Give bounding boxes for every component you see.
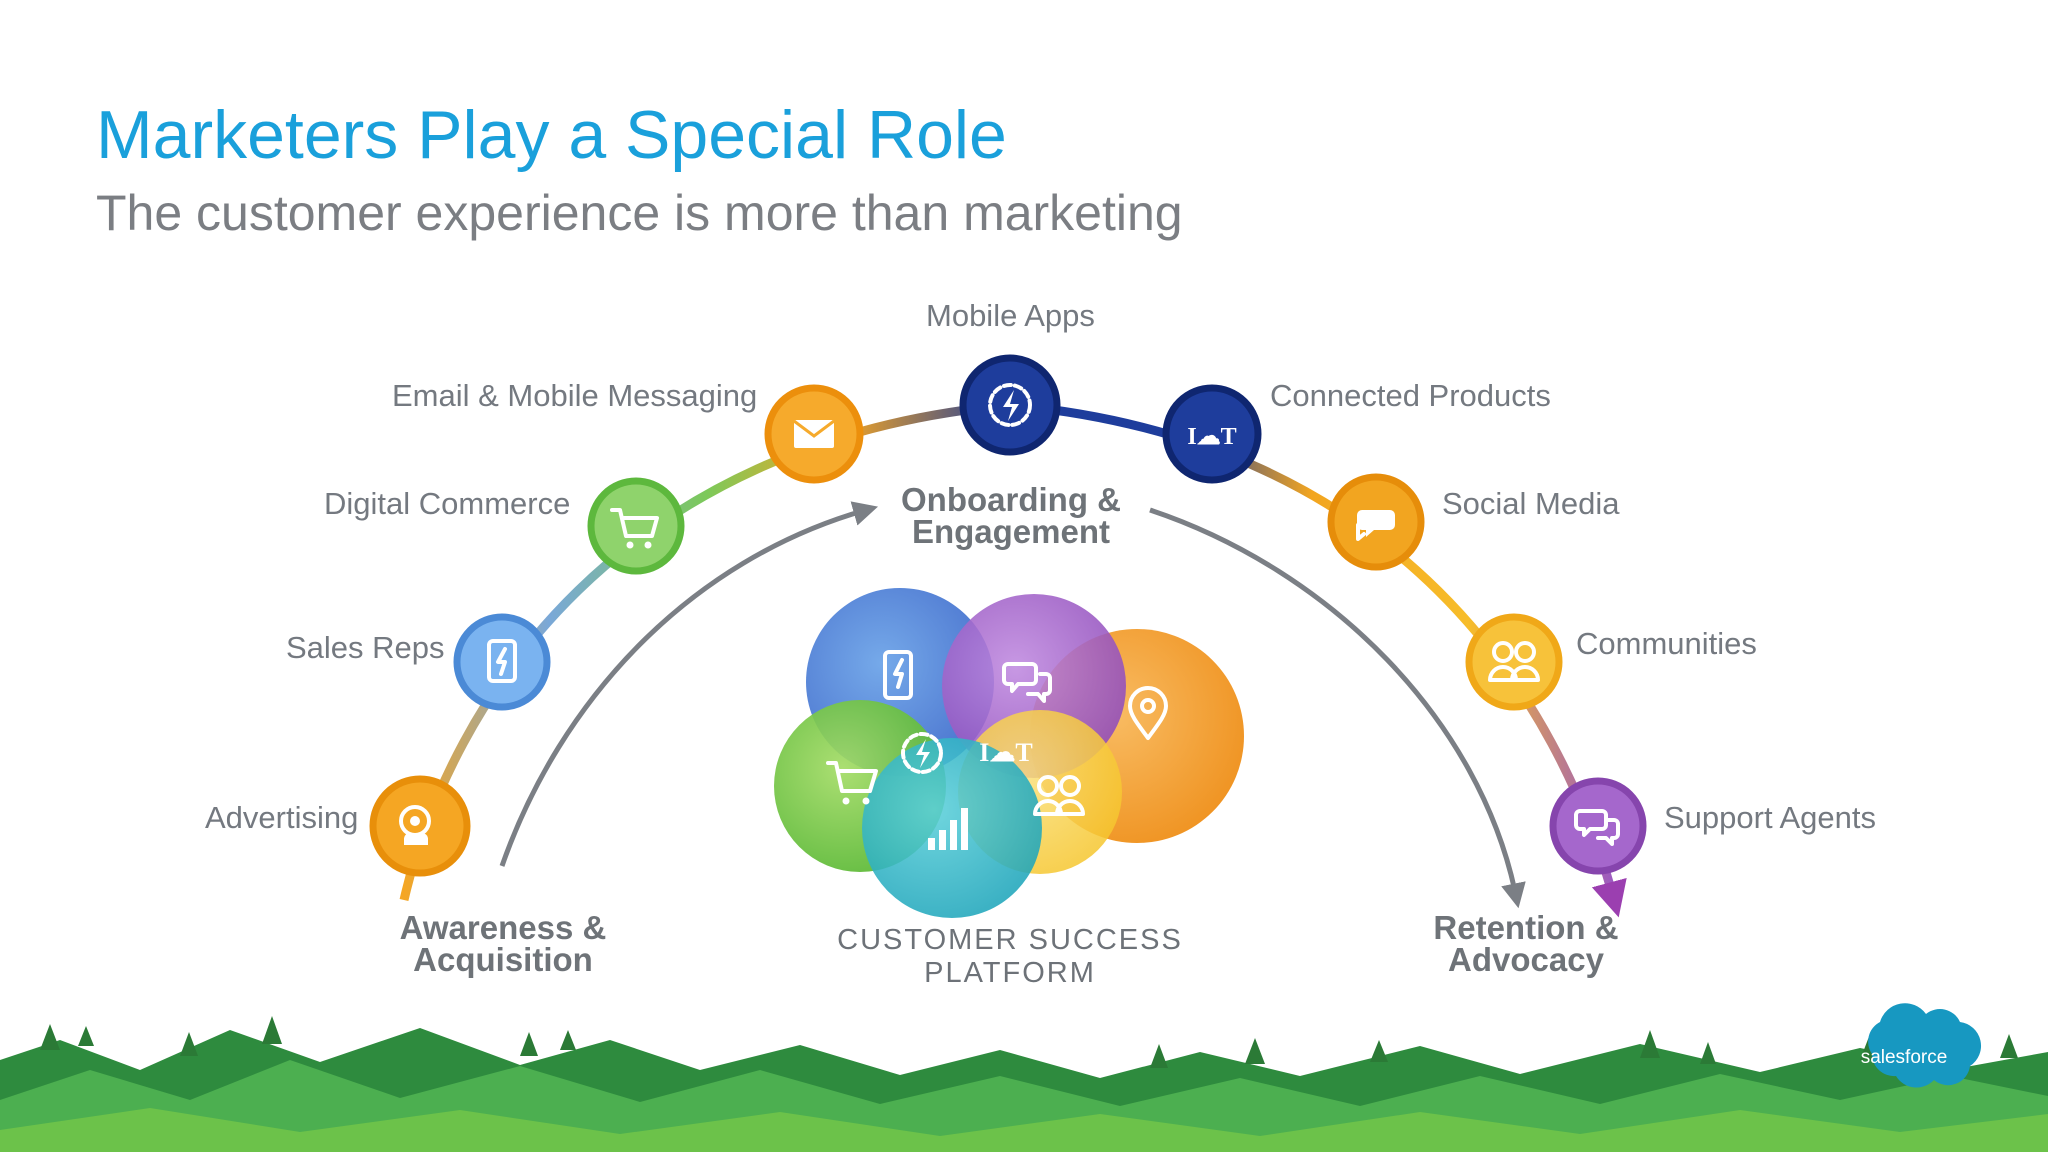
retention-stage-label: Retention &Advocacy [1433, 909, 1619, 978]
digital-commerce-label: Digital Commerce [324, 486, 571, 521]
advertising-node [369, 775, 471, 877]
advertising-label: Advertising [205, 800, 359, 835]
awareness-stage-label: Awareness &Acquisition [399, 909, 607, 978]
chat-bubbles-icon [1356, 510, 1395, 541]
bar-chart-icon [928, 808, 968, 850]
shopping-cart-icon [610, 508, 659, 549]
people-icon [1033, 775, 1085, 816]
platform-label: CUSTOMER SUCCESS PLATFORM [837, 924, 1183, 989]
landscape [0, 1016, 2048, 1152]
mobile-apps-label: Mobile Apps [926, 298, 1095, 333]
speech-bubbles-icon [1574, 809, 1620, 846]
salesforce-logo-text: salesforce [1861, 1047, 1948, 1068]
digital-commerce-node [587, 477, 685, 575]
connected-products-node: I☁T [1162, 384, 1262, 484]
support-agents-label: Support Agents [1664, 800, 1876, 835]
iot-icon: I☁T [979, 738, 1032, 767]
communities-label: Communities [1576, 626, 1757, 661]
email-label: Email & Mobile Messaging [392, 378, 758, 413]
platform-cloud: I☁T [774, 588, 1244, 918]
onboarding-stage-label: Onboarding &Engagement [901, 481, 1121, 550]
slide-subtitle: The customer experience is more than mar… [96, 185, 1183, 241]
people-icon [1488, 641, 1540, 682]
social-media-node [1327, 473, 1425, 571]
connected-products-label: Connected Products [1270, 378, 1551, 413]
social-media-label: Social Media [1442, 486, 1620, 521]
sales-reps-label: Sales Reps [286, 630, 445, 665]
mobile-phone-icon [487, 639, 517, 683]
awareness-arrow [499, 501, 879, 867]
webcam-icon [399, 805, 431, 845]
support-agents-node [1549, 777, 1647, 875]
gear-bolt-icon [901, 732, 943, 774]
location-pin-icon [1128, 686, 1168, 740]
communities-node [1465, 613, 1563, 711]
email-node [764, 384, 864, 484]
envelope-icon [793, 419, 835, 448]
retention-arrow [1149, 507, 1526, 909]
slide-title: Marketers Play a Special Role [96, 97, 1007, 173]
speech-bubbles-icon [1002, 662, 1052, 703]
iot-icon: I☁T [1187, 424, 1236, 450]
sales-reps-node [453, 613, 551, 711]
shopping-cart-icon [826, 761, 878, 805]
mobile-phone-icon [883, 650, 913, 700]
gear-bolt-icon [988, 383, 1032, 427]
mobile-apps-node [959, 354, 1061, 456]
salesforce-logo: salesforce [1861, 1003, 1982, 1088]
